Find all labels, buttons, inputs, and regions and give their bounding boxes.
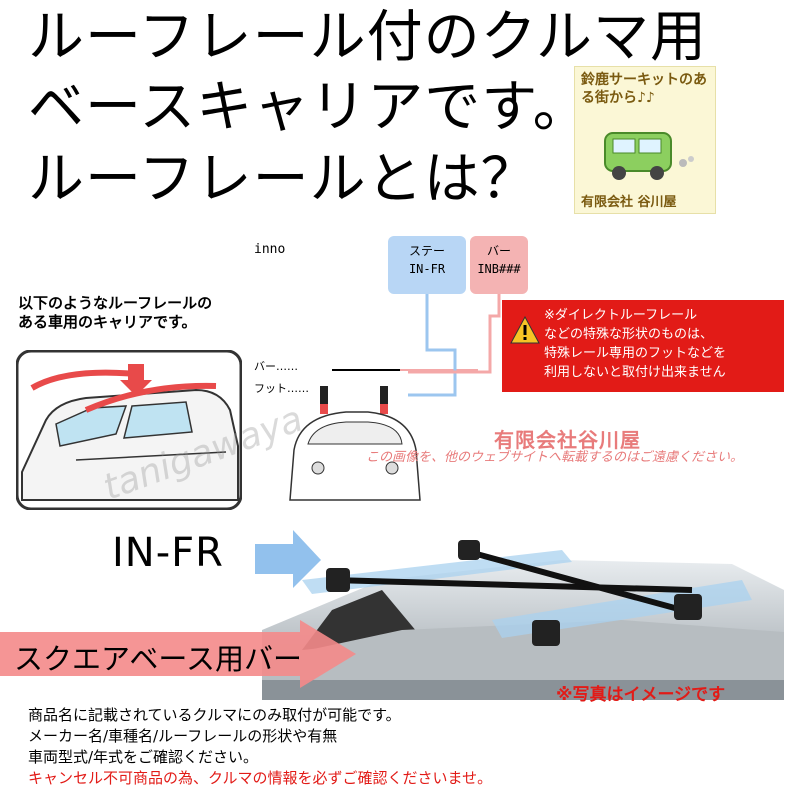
headline-line-2: ベースキャリアです。 bbox=[28, 75, 590, 140]
foot-left bbox=[320, 386, 328, 406]
product-code-label: IN-FR bbox=[112, 530, 224, 576]
bar-tag-code: INB### bbox=[477, 262, 521, 276]
brand-label: inno bbox=[254, 242, 286, 257]
warning-line-1: ※ダイレクトルーフレール bbox=[544, 308, 698, 323]
warning-box: ※ダイレクトルーフレール などの特殊な形状のものは、 特殊レール専用のフットなど… bbox=[502, 300, 784, 392]
copy-notice: この画像を、他のウェブサイトへ転載するのはご遠慮ください。 bbox=[366, 450, 744, 465]
blue-arrow bbox=[255, 530, 321, 588]
carrier-product-photo bbox=[262, 520, 784, 700]
foot-pointer-label: フット…… bbox=[254, 382, 309, 395]
shop-slogan: 鈴鹿サーキットのある街から♪♪ bbox=[581, 72, 707, 106]
intro-text: 以下のようなルーフレールの ある車用のキャリアです。 bbox=[18, 294, 212, 332]
warning-line-3: 特殊レール専用のフットなどを bbox=[544, 346, 727, 361]
headline-line-3: ルーフレールとは？ bbox=[28, 147, 538, 212]
footer-notes: 商品名に記載されているクルマにのみ取付が可能です。 メーカー名/車種名/ルーフレ… bbox=[28, 705, 492, 789]
square-bar-label: スクエアベース用バー bbox=[14, 642, 302, 676]
intro-line-2: ある車用のキャリアです。 bbox=[18, 313, 197, 331]
shop-badge: 鈴鹿サーキットのある街から♪♪ 有限会社 谷川屋 bbox=[574, 66, 716, 214]
stay-tag: ステー IN-FR bbox=[388, 236, 466, 294]
carrier-bar-rear bbox=[461, 547, 683, 613]
bar-tag: バー INB### bbox=[470, 236, 528, 294]
bar-pointer-label: バー…… bbox=[254, 360, 298, 373]
footer-line-4: キャンセル不可商品の為、クルマの情報を必ずご確認くださいませ。 bbox=[28, 769, 493, 787]
footer-line-2: メーカー名/車種名/ルーフレールの形状や有無 bbox=[28, 727, 338, 745]
bar-tag-title: バー bbox=[486, 244, 511, 258]
roof-rail-car-illustration bbox=[16, 350, 242, 510]
intro-line-1: 以下のようなルーフレールの bbox=[18, 294, 213, 312]
stay-tag-code: IN-FR bbox=[408, 262, 446, 276]
green-van-icon bbox=[604, 132, 694, 180]
footer-line-3: 車両型式/年式をご確認ください。 bbox=[28, 748, 259, 766]
bar-foot-diagram: バー…… フット…… bbox=[254, 360, 478, 501]
carrier-bar-front bbox=[331, 577, 693, 593]
warning-icon bbox=[510, 316, 540, 344]
shop-name: 有限会社 谷川屋 bbox=[581, 195, 677, 210]
pink-arrow bbox=[0, 620, 356, 688]
stay-tag-title: ステー bbox=[408, 244, 445, 258]
warning-line-4: 利用しないと取付け出来ません bbox=[544, 365, 726, 380]
warning-line-2: などの特殊な形状のものは、 bbox=[544, 327, 714, 342]
foot-right bbox=[380, 386, 388, 406]
headline-line-1: ルーフレール付のクルマ用 bbox=[28, 5, 707, 70]
footer-line-1: 商品名に記載されているクルマにのみ取付が可能です。 bbox=[28, 706, 401, 724]
company-name: 有限会社谷川屋 bbox=[494, 428, 641, 452]
photo-note: ※写真はイメージです bbox=[556, 685, 726, 705]
